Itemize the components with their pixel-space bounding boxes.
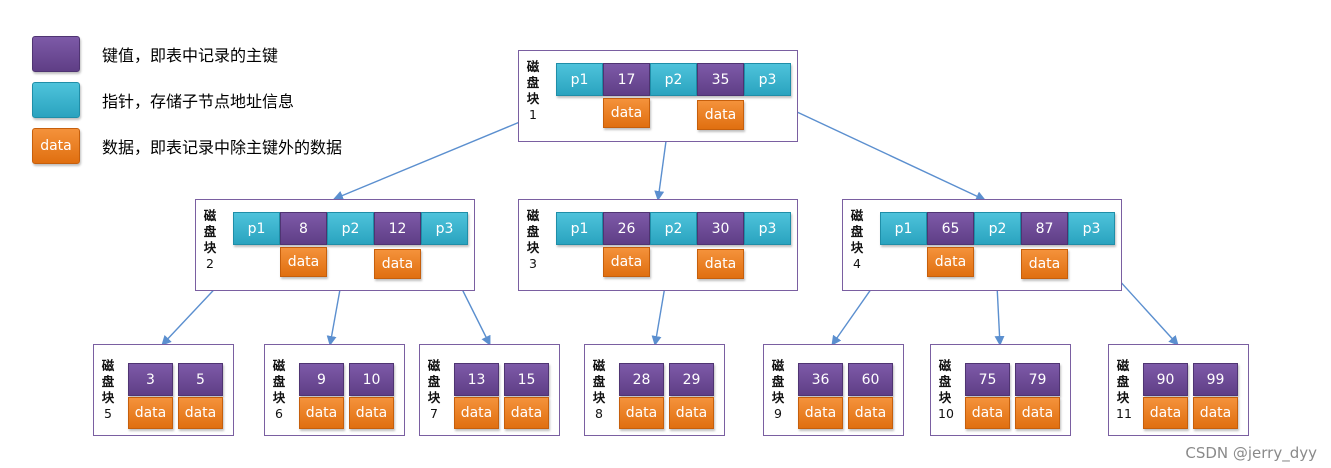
data-cell: data xyxy=(128,397,173,429)
key-cell: 35 xyxy=(697,63,744,96)
key-cell: 13 xyxy=(454,363,499,396)
key-cell: 65 xyxy=(927,212,974,245)
pointer-cell: p3 xyxy=(1068,212,1115,245)
key-swatch xyxy=(32,36,80,72)
key-cell: 8 xyxy=(280,212,327,245)
key-cell: 30 xyxy=(697,212,744,245)
data-cell: data xyxy=(603,98,650,128)
key-cell: 90 xyxy=(1143,363,1188,396)
data-cell: data xyxy=(798,397,843,429)
pointer-cell: p2 xyxy=(650,212,697,245)
pointer-cell: p3 xyxy=(744,212,791,245)
data-cell: data xyxy=(1021,249,1068,279)
data-cell: data xyxy=(619,397,664,429)
data-swatch: data xyxy=(32,128,80,164)
pointer-cell: p3 xyxy=(744,63,791,96)
block-number: 11 xyxy=(1116,406,1132,421)
data-cell: data xyxy=(927,247,974,277)
key-cell: 79 xyxy=(1015,363,1060,396)
data-cell: data xyxy=(965,397,1010,429)
data-cell: data xyxy=(178,397,223,429)
data-cell: data xyxy=(697,100,744,130)
key-cell: 26 xyxy=(603,212,650,245)
key-cell: 29 xyxy=(669,363,714,396)
data-cell: data xyxy=(280,247,327,277)
data-cell: data xyxy=(504,397,549,429)
data-cell: data xyxy=(349,397,394,429)
legend-data-text: 数据，即表记录中除主键外的数据 xyxy=(102,138,343,157)
key-cell: 75 xyxy=(965,363,1010,396)
watermark: CSDN @jerry_dyy xyxy=(1185,444,1317,462)
data-cell: data xyxy=(848,397,893,429)
legend-key-text: 键值，即表中记录的主键 xyxy=(102,46,279,65)
data-cell: data xyxy=(454,397,499,429)
block-number: 3 xyxy=(529,256,537,271)
pointer-cell: p1 xyxy=(880,212,927,245)
pointer-swatch xyxy=(32,82,80,118)
key-cell: 12 xyxy=(374,212,421,245)
data-cell: data xyxy=(603,247,650,277)
key-cell: 9 xyxy=(299,363,344,396)
data-cell: data xyxy=(1015,397,1060,429)
key-cell: 17 xyxy=(603,63,650,96)
data-cell: data xyxy=(299,397,344,429)
block-number: 4 xyxy=(853,256,861,271)
block-number: 7 xyxy=(430,406,438,421)
pointer-cell: p2 xyxy=(974,212,1021,245)
pointer-cell: p2 xyxy=(327,212,374,245)
data-cell: data xyxy=(374,249,421,279)
data-cell: data xyxy=(1143,397,1188,429)
key-cell: 87 xyxy=(1021,212,1068,245)
legend-pointer-text: 指针，存储子节点地址信息 xyxy=(102,92,295,111)
pointer-cell: p2 xyxy=(650,63,697,96)
key-cell: 36 xyxy=(798,363,843,396)
key-cell: 28 xyxy=(619,363,664,396)
data-cell: data xyxy=(697,249,744,279)
pointer-cell: p1 xyxy=(556,63,603,96)
block-number: 5 xyxy=(104,406,112,421)
block-number: 8 xyxy=(595,406,603,421)
key-cell: 3 xyxy=(128,363,173,396)
pointer-cell: p1 xyxy=(233,212,280,245)
key-cell: 15 xyxy=(504,363,549,396)
pointer-cell: p1 xyxy=(556,212,603,245)
key-cell: 60 xyxy=(848,363,893,396)
data-cell: data xyxy=(669,397,714,429)
block-number: 2 xyxy=(206,256,214,271)
key-cell: 99 xyxy=(1193,363,1238,396)
key-cell: 10 xyxy=(349,363,394,396)
block-number: 9 xyxy=(774,406,782,421)
pointer-cell: p3 xyxy=(421,212,468,245)
block-number: 10 xyxy=(938,406,954,421)
data-cell: data xyxy=(1193,397,1238,429)
edge-block1-p3-to-block4 xyxy=(764,96,986,201)
block-number: 6 xyxy=(275,406,283,421)
key-cell: 5 xyxy=(178,363,223,396)
block-number: 1 xyxy=(529,107,537,122)
